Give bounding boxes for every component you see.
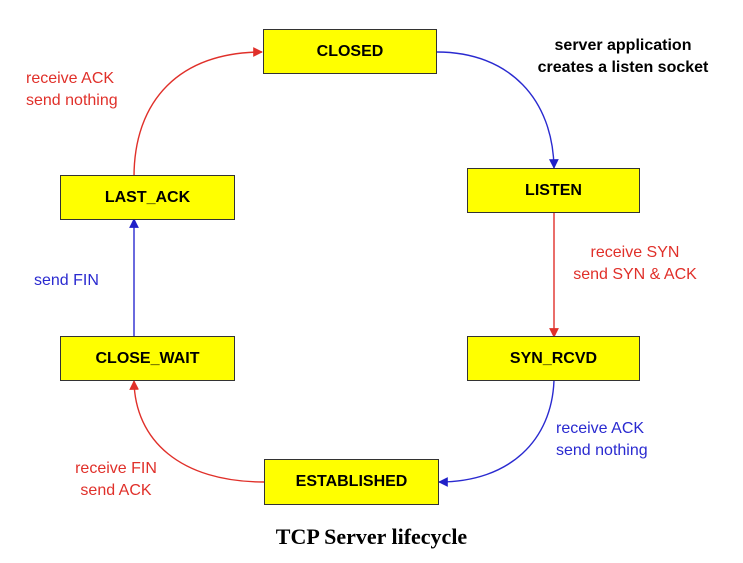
arrow-lastack-to-closed (133, 47, 263, 178)
fin-line2: send ACK (80, 482, 152, 499)
fin-transition-label: receive FIN send ACK (56, 458, 176, 502)
state-closed: CLOSED (263, 29, 437, 74)
syn-line2: send SYN & ACK (573, 266, 697, 283)
syn-line1: receive SYN (590, 244, 680, 261)
state-listen: LISTEN (467, 168, 640, 213)
ack-left-transition-label: receive ACK send nothing (26, 68, 118, 112)
server-app-line1: server application (554, 37, 692, 54)
fin-line1: receive FIN (75, 460, 157, 477)
syn-transition-label: receive SYN send SYN & ACK (555, 242, 715, 286)
ack-right-transition-label: receive ACK send nothing (556, 418, 648, 462)
ack-left-line1: receive ACK (26, 70, 115, 87)
ack-right-line1: receive ACK (556, 420, 645, 437)
server-app-line2: creates a listen socket (537, 59, 709, 76)
state-close-wait: CLOSE_WAIT (60, 336, 235, 381)
diagram-caption: TCP Server lifecycle (275, 524, 468, 549)
send-fin-label: send FIN (34, 272, 99, 289)
ack-right-line2: send nothing (556, 442, 648, 459)
state-syn-rcvd: SYN_RCVD (467, 336, 640, 381)
state-established: ESTABLISHED (264, 459, 439, 505)
arrow-closed-to-listen (436, 51, 559, 169)
ack-left-line2: send nothing (26, 92, 118, 109)
state-last-ack: LAST_ACK (60, 175, 235, 220)
arrow-established-to-closewait (129, 380, 265, 483)
server-app-note: server application creates a listen sock… (508, 35, 738, 79)
arrow-synrcvd-to-established (438, 379, 555, 487)
